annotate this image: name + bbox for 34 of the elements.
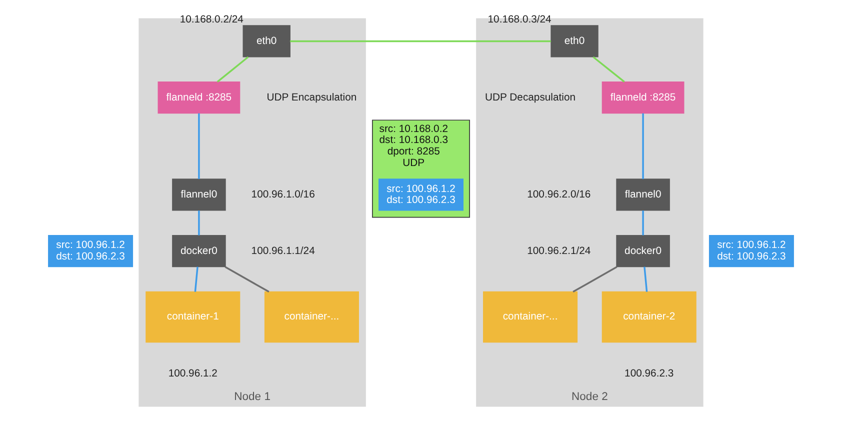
node-box: eth0 [550,25,598,58]
node-label: 100.96.2.0/16 [527,189,591,200]
node-box: flannel0 [172,178,226,211]
node-box: flanneld :8285 [602,82,684,114]
node-label: 100.96.2.1/24 [527,246,591,257]
connector [216,56,249,82]
node-box: flannel0 [616,178,670,211]
node-box: container-2 [602,291,696,343]
connector [224,266,270,293]
connector [642,113,644,180]
connector [198,210,200,236]
connector [290,40,551,42]
node-label: 100.96.1.1/24 [251,246,315,257]
node-box: src: 100.96.1.2 dst: 100.96.2.3 [48,235,134,268]
node-label: 100.96.1.2 [168,368,218,380]
node-box: docker0 [616,235,670,268]
connector [198,113,200,180]
node-box: eth0 [242,25,290,58]
node-label: UDP Decapsulation [485,92,576,104]
node-box: container-... [264,291,359,343]
node-label: 100.96.2.3 [624,368,674,380]
connector [194,266,198,292]
connector [592,56,625,82]
node-box: src: 100.96.1.2 dst: 100.96.2.3 [378,178,464,211]
node-label: UDP Encapsulation [266,92,357,104]
node-box: src: 100.96.1.2 dst: 100.96.2.3 [708,235,794,268]
node-label: 100.96.1.0/16 [251,189,315,200]
connector [642,210,644,236]
connector [572,266,618,293]
connector [644,266,648,292]
node-box: docker0 [172,235,226,268]
node-box: flanneld :8285 [158,82,240,114]
node-box: container-... [483,291,578,343]
node-box: container-1 [146,291,240,343]
